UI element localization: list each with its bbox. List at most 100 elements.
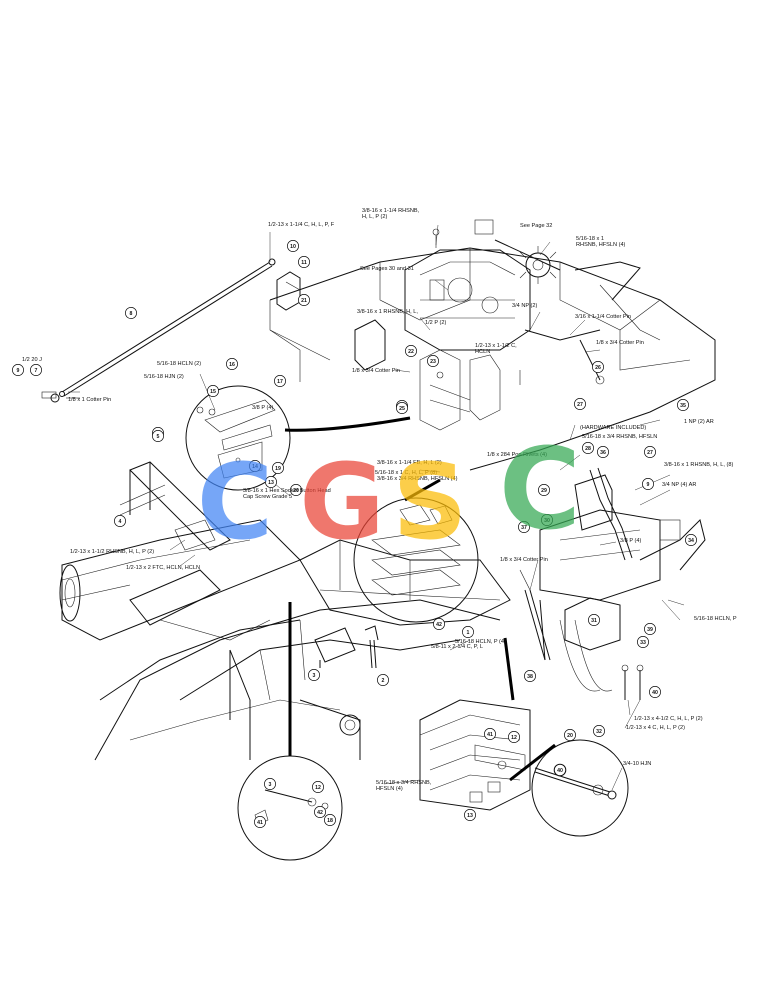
part-bubble: 3 — [264, 778, 276, 790]
part-bubble-circle — [274, 375, 286, 387]
part-bubble: 16 — [226, 358, 238, 370]
part-bubble-circle — [264, 778, 276, 790]
callout-label: 5/16-18 x 3/4 RHSNB, — [376, 780, 432, 786]
part-number: 27 — [577, 402, 583, 408]
callout-label: HFSLN (4) — [376, 786, 403, 792]
callout-label: 3/8-16 x 1 RHSNB, H, L, (8) — [664, 462, 733, 468]
part-bubble: 36 — [597, 446, 609, 458]
callout-label: 3/4 NP (4) AR — [662, 482, 696, 488]
callout-label: 3/8-16 x 1 Hex Socket Button Head — [243, 488, 331, 494]
part-bubble: 42 — [314, 806, 326, 818]
part-bubble: 4 — [114, 515, 126, 527]
part-bubble-circle — [152, 430, 164, 442]
part-bubble-circle — [226, 358, 238, 370]
part-bubble-circle — [405, 345, 417, 357]
part-bubble: 39 — [644, 623, 656, 635]
part-bubble-circle — [677, 399, 689, 411]
part-number: 16 — [229, 362, 235, 368]
part-bubble-circle — [642, 478, 654, 490]
part-bubble: 42 — [433, 618, 445, 630]
part-bubble-circle — [308, 669, 320, 681]
part-number: 36 — [600, 450, 606, 456]
mower-line-art — [41, 219, 716, 811]
part-bubble-circle — [377, 674, 389, 686]
callout-label: (HARDWARE INCLUDED) — [580, 425, 646, 431]
part-bubble-circle — [588, 614, 600, 626]
part-bubble: 34 — [685, 534, 697, 546]
part-number: 4 — [119, 519, 122, 525]
part-bubble: 27 — [574, 398, 586, 410]
part-bubble-circle — [12, 364, 24, 376]
callout-label: See Pages 30 and 31 — [360, 266, 414, 272]
callout-label: 3/4 NP (2) — [512, 303, 538, 309]
part-number: 25 — [399, 406, 405, 412]
part-bubble-circle — [554, 764, 566, 776]
callout-label: 3/16 x 1-1/4 Cotter Pin — [575, 314, 631, 320]
callout-label: 1/8 x 3/4 Cotter Pin — [500, 557, 548, 563]
callout-label: 1/2-13 x 1-1/2 RHSNB, H, L, P (2) — [70, 549, 154, 555]
callout-label: 1/2-13 x 4-1/2 C, H, L, P (2) — [634, 716, 703, 722]
part-bubble: 40 — [554, 764, 566, 776]
part-bubble-circle — [644, 446, 656, 458]
part-bubble: 17 — [274, 375, 286, 387]
part-bubble: 38 — [524, 670, 536, 682]
part-number: 27 — [647, 450, 653, 456]
part-bubble-circle — [287, 240, 299, 252]
part-number: 7 — [35, 368, 38, 374]
part-bubble-circle — [298, 256, 310, 268]
part-bubble: 25 — [396, 402, 408, 414]
part-bubble: 13 — [265, 476, 277, 488]
part-bubble-circle — [114, 515, 126, 527]
part-number: 23 — [430, 359, 436, 365]
callout-label: 5/16-18 x 1 C, H, L, P (8) — [375, 470, 437, 476]
part-bubble-circle — [207, 385, 219, 397]
part-bubble-circle — [574, 398, 586, 410]
callout-label: 1/2-13 x 1-1/2 C, — [475, 343, 517, 349]
part-bubble: 26 — [592, 361, 604, 373]
part-bubble-circle — [541, 514, 553, 526]
part-number: 34 — [688, 538, 694, 544]
part-number: 12 — [511, 735, 517, 741]
part-number: 5 — [157, 434, 160, 440]
part-bubble: 15 — [207, 385, 219, 397]
detail-circle-bracket — [185, 385, 291, 491]
part-bubble-circle — [597, 446, 609, 458]
callout-label: 3/8-16 x 1 RHSNB, H, L, — [357, 309, 418, 315]
part-number: 14 — [252, 464, 258, 470]
callout-label: 5/8-11 x 2-1/4 C, P, L — [431, 644, 483, 650]
part-bubble-circle — [427, 355, 439, 367]
part-number: 19 — [275, 466, 281, 472]
part-bubble: 27 — [644, 446, 656, 458]
part-bubble-circle — [518, 521, 530, 533]
part-bubble: 20 — [290, 484, 302, 496]
part-number: 8 — [130, 311, 133, 317]
callout-label: 1 NP (2) AR — [684, 419, 714, 425]
part-bubble: 5 — [152, 430, 164, 442]
part-bubble: 23 — [427, 355, 439, 367]
part-number: 41 — [257, 820, 263, 826]
callout-label: 5/16-18 HCLN, P (4) — [455, 639, 506, 645]
callout-label: HCLN — [475, 349, 490, 355]
watermark-letter: C — [499, 425, 581, 555]
part-bubble: 7 — [30, 364, 42, 376]
part-bubble: 11 — [298, 256, 310, 268]
part-bubble-circle — [592, 361, 604, 373]
callout-label: 1/2-13 x 1-1/4 C, H, L, P, F — [268, 222, 335, 228]
callout-label: RHSNB, HFSLN (4) — [576, 242, 626, 248]
part-bubble-circle — [125, 307, 137, 319]
part-number: 38 — [527, 674, 533, 680]
part-number: 22 — [408, 349, 414, 355]
part-bubble: 30 — [541, 514, 553, 526]
part-number: 9 — [647, 482, 650, 488]
part-bubble: 21 — [298, 294, 310, 306]
part-bubble-circle — [649, 686, 661, 698]
part-number: 20 — [293, 488, 299, 494]
part-number: 31 — [591, 618, 597, 624]
callout-label: 1/2 20 J — [22, 357, 42, 363]
callout-label: 1/2 P (2) — [425, 320, 446, 326]
part-bubble-circle — [290, 484, 302, 496]
part-number: 40 — [652, 690, 658, 696]
watermark-letter: S — [393, 441, 468, 563]
